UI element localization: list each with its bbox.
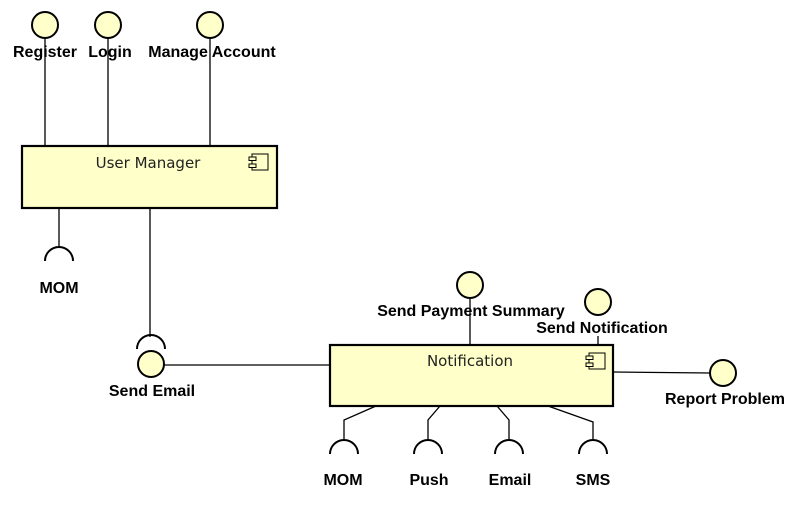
manage-account-lollipop [196,11,224,39]
login-label: Login [88,44,132,61]
push-label: Push [409,472,448,489]
user-manager-mom-label: MOM [39,280,78,297]
user-manager-mom-socket [44,246,74,262]
register-lollipop [31,11,59,39]
mom-connector [343,405,377,441]
report-problem-connector [612,371,711,374]
send-email-socket [136,334,166,350]
send-email-label: Send Email [109,383,195,400]
interface-login[interactable]: Login [88,11,132,61]
interface-send-payment-summary[interactable]: Send Payment Summary [377,271,565,320]
report-problem-lollipop [709,359,737,387]
required-mom[interactable]: MOM [323,439,363,489]
report-problem-label: Report Problem [665,391,785,408]
sms-connector [547,405,594,441]
notification-component[interactable]: Notification [328,343,615,408]
connectors [44,38,711,441]
interface-send-notification[interactable]: Send Notification [536,288,668,337]
sms-socket [578,439,608,455]
interface-send-email[interactable]: Send Email [109,334,195,400]
mom-socket [329,439,359,455]
required-user-manager-mom[interactable]: MOM [39,246,79,297]
push-connector [427,405,441,441]
send-email-lollipop [137,350,165,378]
interface-register[interactable]: Register [13,11,77,61]
send-payment-summary-label: Send Payment Summary [377,303,565,320]
notification-title: Notification [427,352,513,370]
required-email[interactable]: Email [489,439,532,489]
user-manager-box [20,144,279,210]
push-socket [413,439,443,455]
send-notification-lollipop [584,288,612,316]
send-notification-label: Send Notification [536,320,668,337]
send-payment-summary-lollipop [456,271,484,299]
email-label: Email [489,472,532,489]
email-socket [494,439,524,455]
required-sms[interactable]: SMS [576,439,611,489]
interface-report-problem[interactable]: Report Problem [665,359,785,408]
required-push[interactable]: Push [409,439,449,489]
component-icon [585,352,606,370]
component-icon [248,153,269,171]
notification-box [328,343,615,408]
register-label: Register [13,44,77,61]
user-manager-component[interactable]: User Manager [20,144,279,210]
interface-manage-account[interactable]: Manage Account [148,11,276,61]
user-manager-title: User Manager [96,154,202,172]
sms-label: SMS [576,472,611,489]
login-lollipop [94,11,122,39]
manage-account-label: Manage Account [148,44,276,61]
mom-label: MOM [323,472,362,489]
email-connector [496,405,510,441]
